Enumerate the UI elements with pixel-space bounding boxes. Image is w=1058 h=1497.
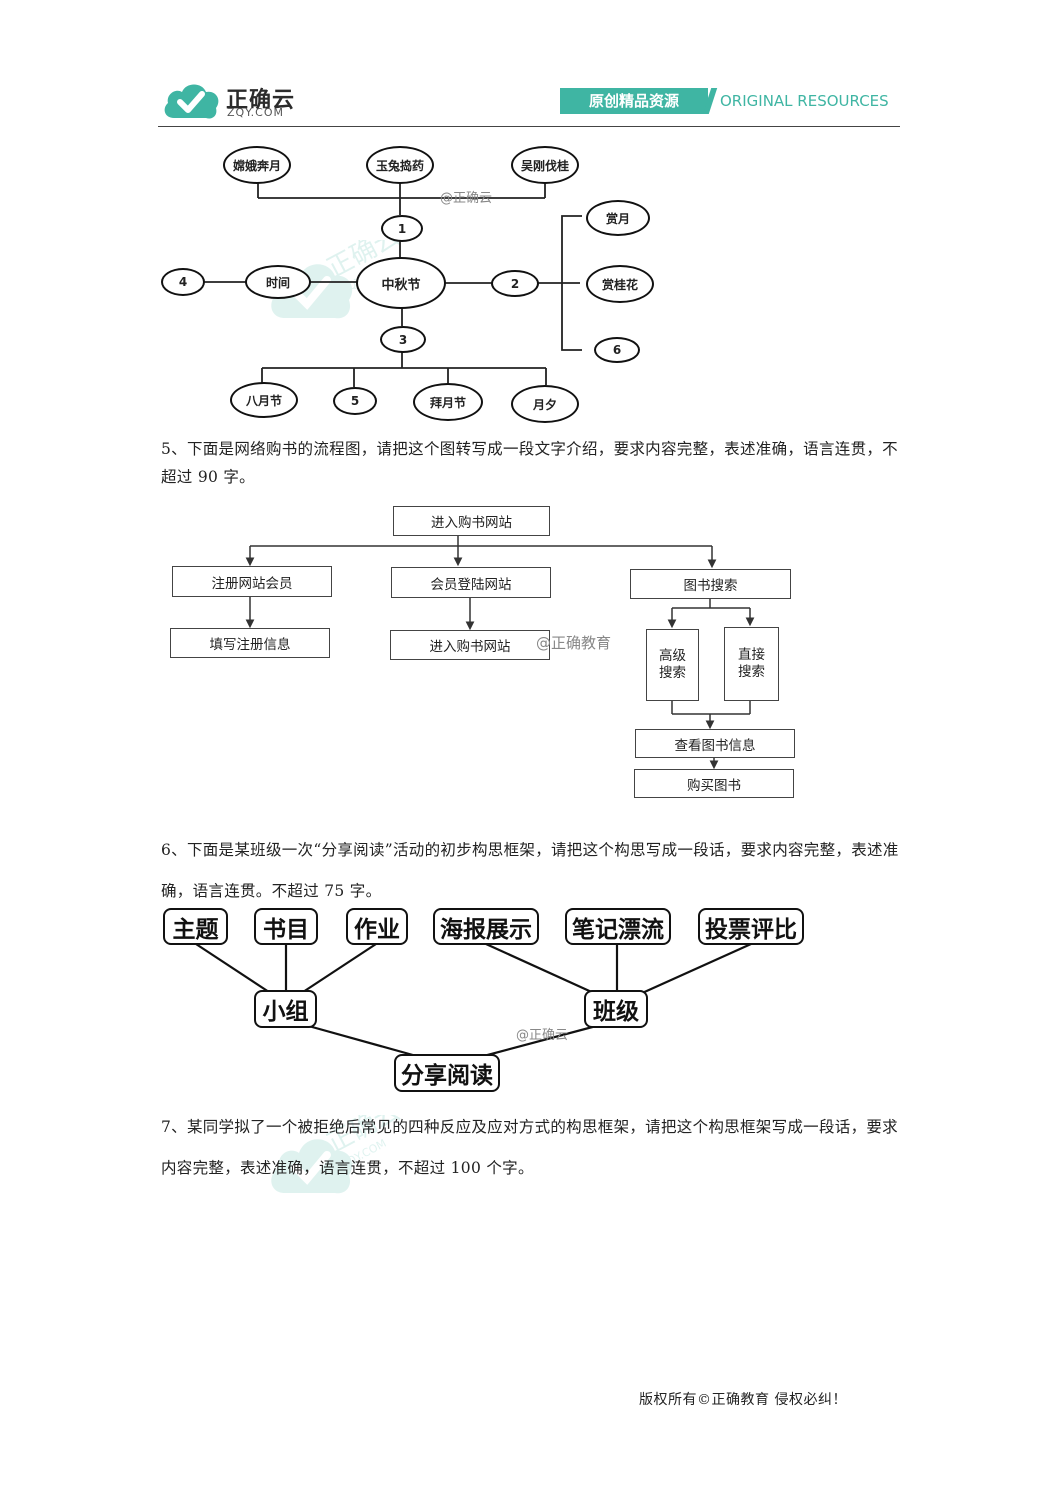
flow-root: 进入购书网站 (393, 506, 550, 536)
question-5: 5、下面是网络购书的流程图，请把这个图转写成一段文字介绍，要求内容完整，表述准确… (161, 440, 898, 486)
node-4: 4 (161, 268, 205, 296)
tree-vote: 投票评比 (698, 908, 804, 945)
question-7: 7、某同学拟了一个被拒绝后常见的四种反应及应对方式的构思框架，请把这个构思框架写… (161, 1118, 898, 1177)
flow-fill-info: 填写注册信息 (170, 628, 330, 658)
node-yuexi: 月夕 (511, 385, 579, 423)
tree-homework: 作业 (346, 908, 408, 945)
flow-direct-search: 直接 搜索 (724, 627, 779, 701)
node-2: 2 (491, 270, 539, 297)
cloud-check-logo-icon (164, 84, 219, 119)
banner-english: ORIGINAL RESOURCES (720, 92, 889, 110)
node-wugang: 吴刚伐桂 (511, 146, 579, 184)
copyright-footer: 版权所有©正确教育 侵权必纠！ (639, 1392, 847, 1408)
tree-theme: 主题 (163, 908, 228, 945)
flow-view-info: 查看图书信息 (635, 729, 795, 758)
adv-line2: 搜索 (659, 665, 686, 681)
node-bayuejie: 八月节 (230, 382, 298, 418)
dir-line1: 直接 (738, 647, 765, 663)
tree-notes: 笔记漂流 (565, 908, 671, 945)
flow-enter: 进入购书网站 (390, 630, 550, 660)
node-5: 5 (333, 387, 377, 415)
tree-poster: 海报展示 (433, 908, 539, 945)
flow-login: 会员登陆网站 (391, 567, 551, 598)
tree-booklist: 书目 (254, 908, 318, 945)
node-shangyue: 赏月 (586, 200, 650, 236)
node-time: 时间 (245, 265, 311, 299)
banner-original: 原创精品资源 (560, 88, 708, 114)
flow-register: 注册网站会员 (172, 566, 332, 597)
logo-domain: ZQY.COM (227, 106, 285, 119)
dir-line2: 搜索 (738, 664, 765, 680)
node-6: 6 (594, 337, 640, 363)
tree-class: 班级 (584, 990, 648, 1028)
tree-group: 小组 (254, 990, 317, 1028)
tree-root: 分享阅读 (394, 1054, 500, 1092)
flow-advanced-search: 高级 搜索 (646, 629, 699, 701)
flow-buy: 购买图书 (634, 769, 794, 798)
node-3: 3 (380, 326, 426, 353)
node-yutu: 玉兔捣药 (366, 146, 434, 184)
node-shangguihua: 赏桂花 (586, 265, 654, 303)
flow-search: 图书搜索 (630, 569, 791, 599)
node-1: 1 (381, 215, 423, 242)
header: 正确云 ZQY.COM 原创精品资源 ORIGINAL RESOURCES (0, 0, 1058, 130)
watermark-text-1: @正确云 (440, 191, 493, 206)
node-change-e: 嫦娥奔月 (223, 146, 291, 184)
watermark-text-2: @正确教育 (536, 634, 612, 652)
question-6: 6、下面是某班级一次“分享阅读”活动的初步构思框架，请把这个构思写成一段话，要求… (161, 841, 899, 900)
header-rule (158, 126, 900, 127)
mid-autumn-connectors (203, 183, 582, 387)
node-center: 中秋节 (356, 257, 446, 309)
watermark-text-3: @正确云 (516, 1028, 569, 1043)
mid-autumn-diagram: 嫦娥奔月 玉兔捣药 吴刚伐桂 1 中秋节 时间 4 2 赏月 赏桂花 6 3 八… (0, 0, 1058, 430)
node-baiyuejie: 拜月节 (413, 383, 483, 421)
logo-name: 正确云 (226, 88, 296, 113)
adv-line1: 高级 (659, 648, 686, 664)
